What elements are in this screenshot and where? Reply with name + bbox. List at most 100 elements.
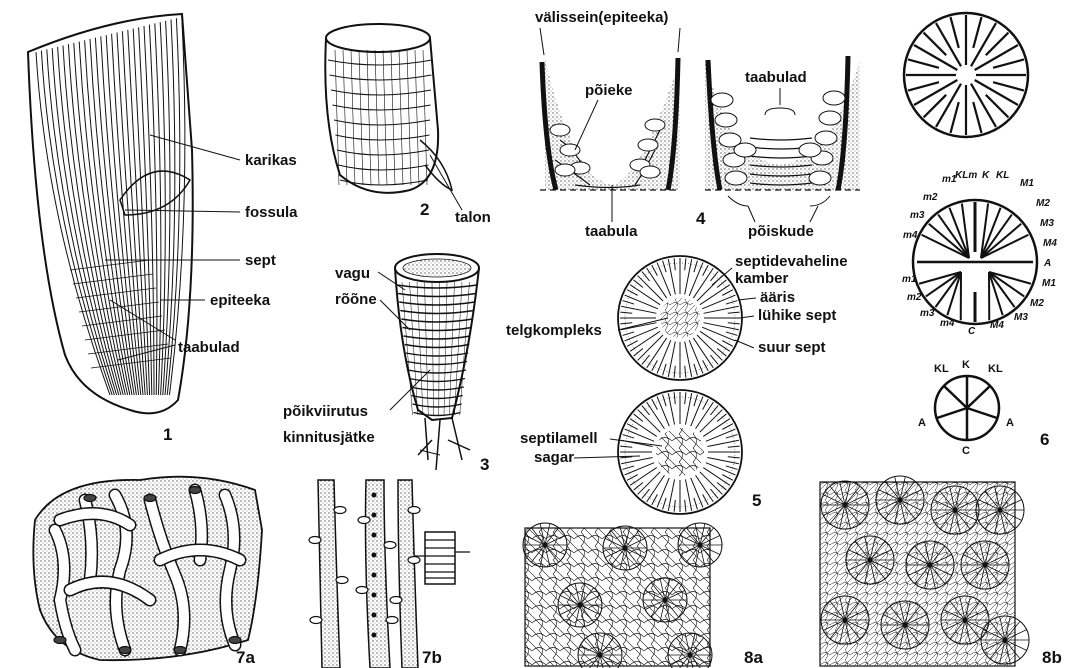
fig3-label-vagu: vagu — [335, 265, 370, 282]
fig5-label-sagar: sagar — [534, 449, 574, 466]
fig6-small-kl-left: KL — [934, 363, 949, 375]
fig7b-pore — [372, 613, 377, 618]
fig5-septum — [691, 478, 703, 508]
fig5-septum — [627, 341, 638, 347]
fig3-label-poikviirutus: põikviirutus — [283, 403, 368, 420]
fig5-septum — [657, 340, 671, 373]
corallite-center — [663, 598, 668, 603]
fig6-lbl-m1-bot: m1 — [902, 274, 917, 285]
fig5-septum — [621, 457, 652, 463]
fig2-coral-talon: talon 2 — [325, 24, 491, 226]
fig3-ring — [404, 336, 471, 339]
fig6-small-a-left: A — [918, 417, 926, 429]
fig7b-bud — [309, 537, 321, 544]
fig2-band — [337, 150, 429, 155]
fig3-ring — [397, 285, 477, 288]
fig7b-bud — [358, 517, 370, 524]
fig5-septum — [722, 424, 733, 430]
corallite-center — [928, 563, 933, 568]
fig6-lbl-M3-bot: M3 — [1014, 312, 1028, 323]
fig7b-pore — [372, 573, 377, 578]
fig4-vesicle — [638, 139, 658, 151]
fig5-septum — [717, 280, 726, 288]
fig6-septum — [908, 82, 939, 90]
fig5-septum — [674, 366, 675, 378]
fig6-septum — [926, 272, 961, 296]
fig5-septum — [710, 406, 718, 415]
fig5-septum — [728, 457, 740, 458]
fig6-lbl-M2-top: M2 — [1036, 198, 1050, 209]
fig5-septum — [634, 280, 643, 288]
fig4-vesicle — [645, 119, 665, 131]
fig6-small-a-right: A — [1006, 417, 1014, 429]
fig5-septum — [728, 312, 740, 313]
fig4-tabula — [750, 138, 812, 140]
fig5-septum — [722, 341, 733, 347]
fig6-lbl-m4-bot: m4 — [940, 318, 955, 329]
fig2-rib — [391, 50, 395, 185]
fig1-label-karikas: karikas — [245, 152, 297, 169]
fig2-rib — [399, 50, 403, 185]
fig1-septa-ribs — [36, 17, 185, 395]
fig3-ring — [406, 353, 468, 356]
fig5-septum — [623, 301, 634, 304]
fig5-label-telgkompleks: telgkompleks — [506, 322, 602, 339]
fig2-rib — [407, 50, 411, 185]
fig3-ring — [405, 345, 470, 348]
fig5-septum — [702, 295, 735, 309]
fig5-septum — [657, 478, 669, 508]
fig6-septum — [950, 17, 958, 48]
fig5-septum — [710, 272, 718, 281]
fig5-septum — [674, 392, 675, 404]
fig2-rib — [367, 50, 371, 185]
fig4-left-vesicles — [550, 119, 665, 178]
fig3-rib — [432, 282, 434, 415]
fig1-number: 1 — [163, 425, 172, 444]
fig5-label-aaris: ääris — [760, 289, 795, 306]
fig6-septum — [947, 272, 961, 315]
corallite-center — [578, 603, 583, 608]
corallite-center — [898, 498, 903, 503]
fig5-septum — [634, 414, 643, 422]
fig5-cross-sections: septidevaheline kamber ääris lühike sept… — [506, 253, 848, 514]
fig5-septum — [642, 489, 650, 498]
corallite-center — [963, 618, 968, 623]
fig6-small-c: C — [962, 445, 970, 457]
fig5-septum — [702, 327, 735, 341]
fig5-septum — [620, 446, 632, 447]
fig7a-calice — [119, 647, 131, 654]
fig5-septum — [726, 466, 737, 469]
fig2-band — [336, 135, 430, 140]
corallite-center — [843, 503, 848, 508]
fig4-vesicle — [555, 164, 575, 176]
fig5-septum — [668, 393, 674, 424]
fig6-number: 6 — [1040, 430, 1049, 449]
fig6-septum — [993, 59, 1024, 67]
fig2-band — [334, 120, 430, 125]
fig2-rib — [415, 50, 419, 185]
fig3-rib — [417, 282, 423, 415]
fig4-vesicle — [725, 171, 747, 185]
fig3-ring — [408, 370, 466, 373]
fig5-septum — [697, 335, 722, 360]
fig5-septum — [706, 429, 736, 441]
fig5-septum — [700, 331, 730, 351]
fig3-label-roone: rõõne — [335, 291, 377, 308]
fig6-lbl-m4-top: m4 — [903, 230, 918, 241]
fig4-vesicle — [815, 131, 837, 145]
fig6-septum — [989, 272, 1003, 315]
fig3-rib — [425, 282, 429, 415]
fig5-septum — [627, 475, 638, 481]
corallite-center — [868, 558, 873, 563]
fig5-septum — [625, 295, 658, 309]
fig5-label-kamber: kamber — [735, 270, 789, 287]
fig5-septum — [674, 258, 675, 270]
fig5-septum — [703, 399, 709, 410]
fig7a-calice — [84, 495, 96, 502]
fig4-label-taabulad: taabulad — [745, 69, 807, 86]
corallite-center — [903, 623, 908, 628]
fig5-septum — [638, 276, 663, 301]
fig4-number: 4 — [696, 209, 706, 228]
fig6-septum — [989, 272, 1024, 296]
fig1-rib — [163, 21, 170, 395]
